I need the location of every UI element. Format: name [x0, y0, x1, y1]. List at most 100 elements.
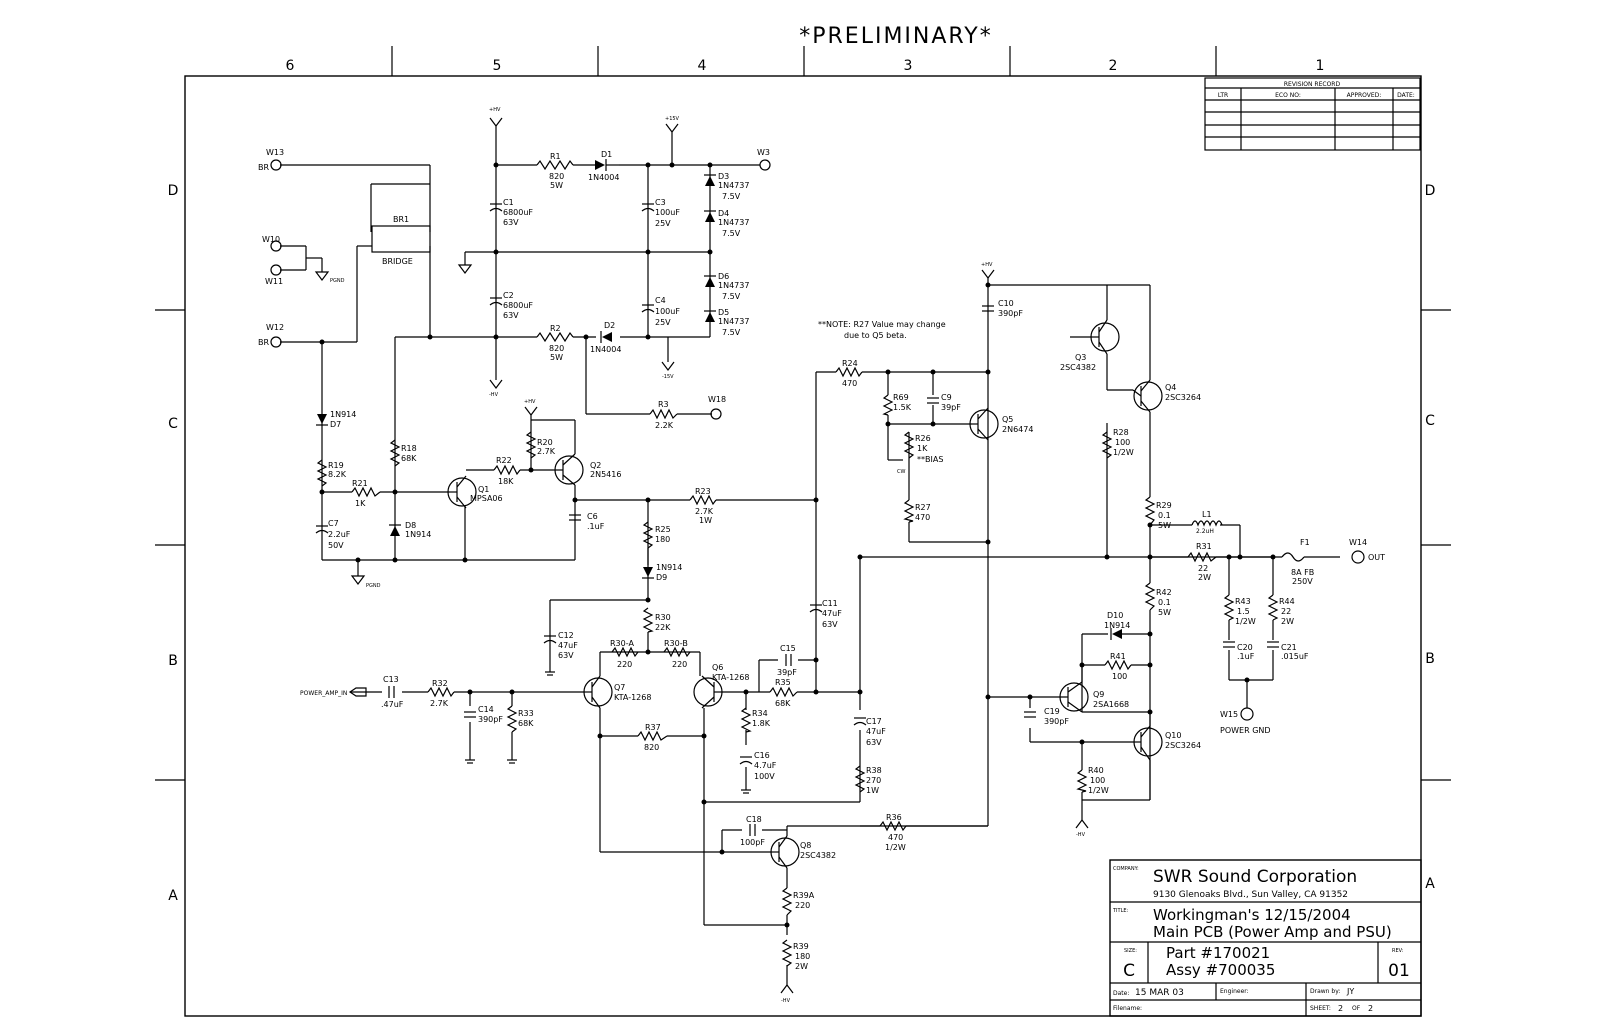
value-r30b: 220: [672, 660, 687, 669]
label-c11: C11: [822, 599, 838, 608]
value-f1: 8A FB: [1291, 568, 1314, 577]
title-block: COMPANY: SWR Sound Corporation 9130 Glen…: [1109, 859, 1422, 1017]
value-r1: 820: [549, 172, 564, 181]
part-number: Part #170021: [1166, 944, 1270, 962]
label-br1: BR1: [393, 215, 409, 224]
zone-row-c-left: C: [168, 416, 178, 432]
label-r23: R23: [695, 487, 711, 496]
zone-col-1: 1: [1316, 58, 1325, 74]
resistor-r41: [1104, 659, 1132, 671]
label-r2: R2: [550, 324, 561, 333]
label-r32: R32: [432, 679, 448, 688]
value-r2: 820: [549, 344, 564, 353]
value-d4: 1N4737: [718, 218, 749, 227]
rating-r40: 1/2W: [1088, 786, 1109, 795]
company-name: SWR Sound Corporation: [1153, 867, 1357, 887]
value-c12: 47uF: [558, 641, 578, 650]
zone-row-a-left: A: [168, 888, 178, 904]
rating-r29: 5W: [1158, 521, 1171, 530]
fuse-f1: [1281, 552, 1305, 562]
value-q7: KTA-1268: [614, 693, 651, 702]
rating-d5: 7.5V: [722, 328, 741, 337]
value-r18: 68K: [401, 454, 417, 463]
rating-r36: 1/2W: [885, 843, 906, 852]
drawn-by-label: Drawn by:: [1310, 988, 1340, 995]
label-w11: W11: [265, 277, 283, 286]
capacitor-c19: [1024, 711, 1036, 718]
label-r29: R29: [1156, 501, 1172, 510]
value-r69: 1.5K: [893, 403, 912, 412]
capacitor-c4: [641, 304, 655, 313]
zone-row-b-left: B: [168, 653, 178, 669]
label-q2: Q2: [590, 461, 601, 470]
value-q1: MPSA06: [470, 494, 503, 503]
drawing-frame: *PRELIMINARY* 6 5 4 3 2 1 D C B A D C B …: [155, 24, 1451, 1017]
value-r28: 100: [1115, 438, 1130, 447]
value-q6: KTA-1268: [712, 673, 749, 682]
schematic-wires: [280, 126, 1340, 985]
rail-hv-neg-q10: -HV: [1076, 832, 1086, 838]
capacitor-c7: [315, 525, 329, 534]
value-c7: 2.2uF: [328, 530, 351, 539]
rating-r43: 1/2W: [1235, 617, 1256, 626]
label-q1: Q1: [478, 485, 489, 494]
capacitor-c20: [1223, 641, 1235, 648]
value-c3: 100uF: [655, 208, 680, 217]
rail-15v-neg: -15V: [662, 374, 674, 380]
capacitor-c15: [785, 654, 792, 666]
capacitor-c16: [739, 756, 753, 765]
diode-d10: [1110, 628, 1122, 640]
value-d1: 1N4004: [588, 173, 619, 182]
rating-d4: 7.5V: [722, 229, 741, 238]
revision-number: 01: [1388, 961, 1410, 981]
revision-col-ltr: LTR: [1218, 92, 1228, 99]
label-w13-br: BR: [258, 163, 269, 172]
label-c7: C7: [328, 519, 339, 528]
junction-dots: [319, 162, 1276, 928]
rating-r2: 5W: [550, 353, 563, 362]
label-c1: C1: [503, 198, 514, 207]
zone-col-5: 5: [493, 58, 502, 74]
value-r23: 2.7K: [695, 507, 714, 516]
label-d6: D6: [718, 272, 729, 281]
drawn-by: JY: [1346, 987, 1354, 996]
drawing-title-line-2: Main PCB (Power Amp and PSU): [1153, 923, 1392, 941]
resistor-r37: [637, 730, 668, 742]
rating-r1: 5W: [550, 181, 563, 190]
revision-col-approved: APPROVED:: [1347, 92, 1382, 99]
value-r39: 180: [795, 952, 810, 961]
resistor-r35: [769, 686, 798, 698]
diode-d8: [389, 524, 401, 536]
resistor-r1: [536, 159, 574, 171]
label-r31: R31: [1196, 542, 1212, 551]
label-r34: R34: [752, 709, 768, 718]
value-d8: 1N914: [405, 530, 431, 539]
label-r19: R19: [328, 461, 344, 470]
resistor-r39a: [781, 887, 793, 916]
diode-d9: [642, 567, 654, 579]
value-r3: 2.2K: [655, 421, 674, 430]
resistor-r43: [1223, 594, 1235, 621]
rating-c3: 25V: [655, 219, 671, 228]
label-w15: W15: [1220, 710, 1238, 719]
capacitor-c14: [464, 711, 476, 718]
connector-pads: [270, 159, 1365, 721]
rating-d6: 7.5V: [722, 292, 741, 301]
rev-label: REV:: [1392, 948, 1404, 954]
rating-r31: 2W: [1198, 573, 1211, 582]
label-power-gnd: POWER GND: [1220, 726, 1271, 735]
label-d2: D2: [604, 321, 615, 330]
transistor-q6: [693, 675, 723, 709]
resistor-r69: [882, 394, 894, 416]
label-d9: D9: [656, 573, 667, 582]
label-w14: W14: [1349, 538, 1367, 547]
rating-c16: 100V: [754, 772, 775, 781]
label-q10: Q10: [1165, 731, 1181, 740]
label-l1: L1: [1202, 510, 1212, 519]
label-r3: R3: [658, 400, 669, 409]
value-c16: 4.7uF: [754, 761, 777, 770]
value-q2: 2N5416: [590, 470, 621, 479]
ground-symbols: [314, 264, 751, 794]
company-label: COMPANY:: [1113, 866, 1139, 872]
